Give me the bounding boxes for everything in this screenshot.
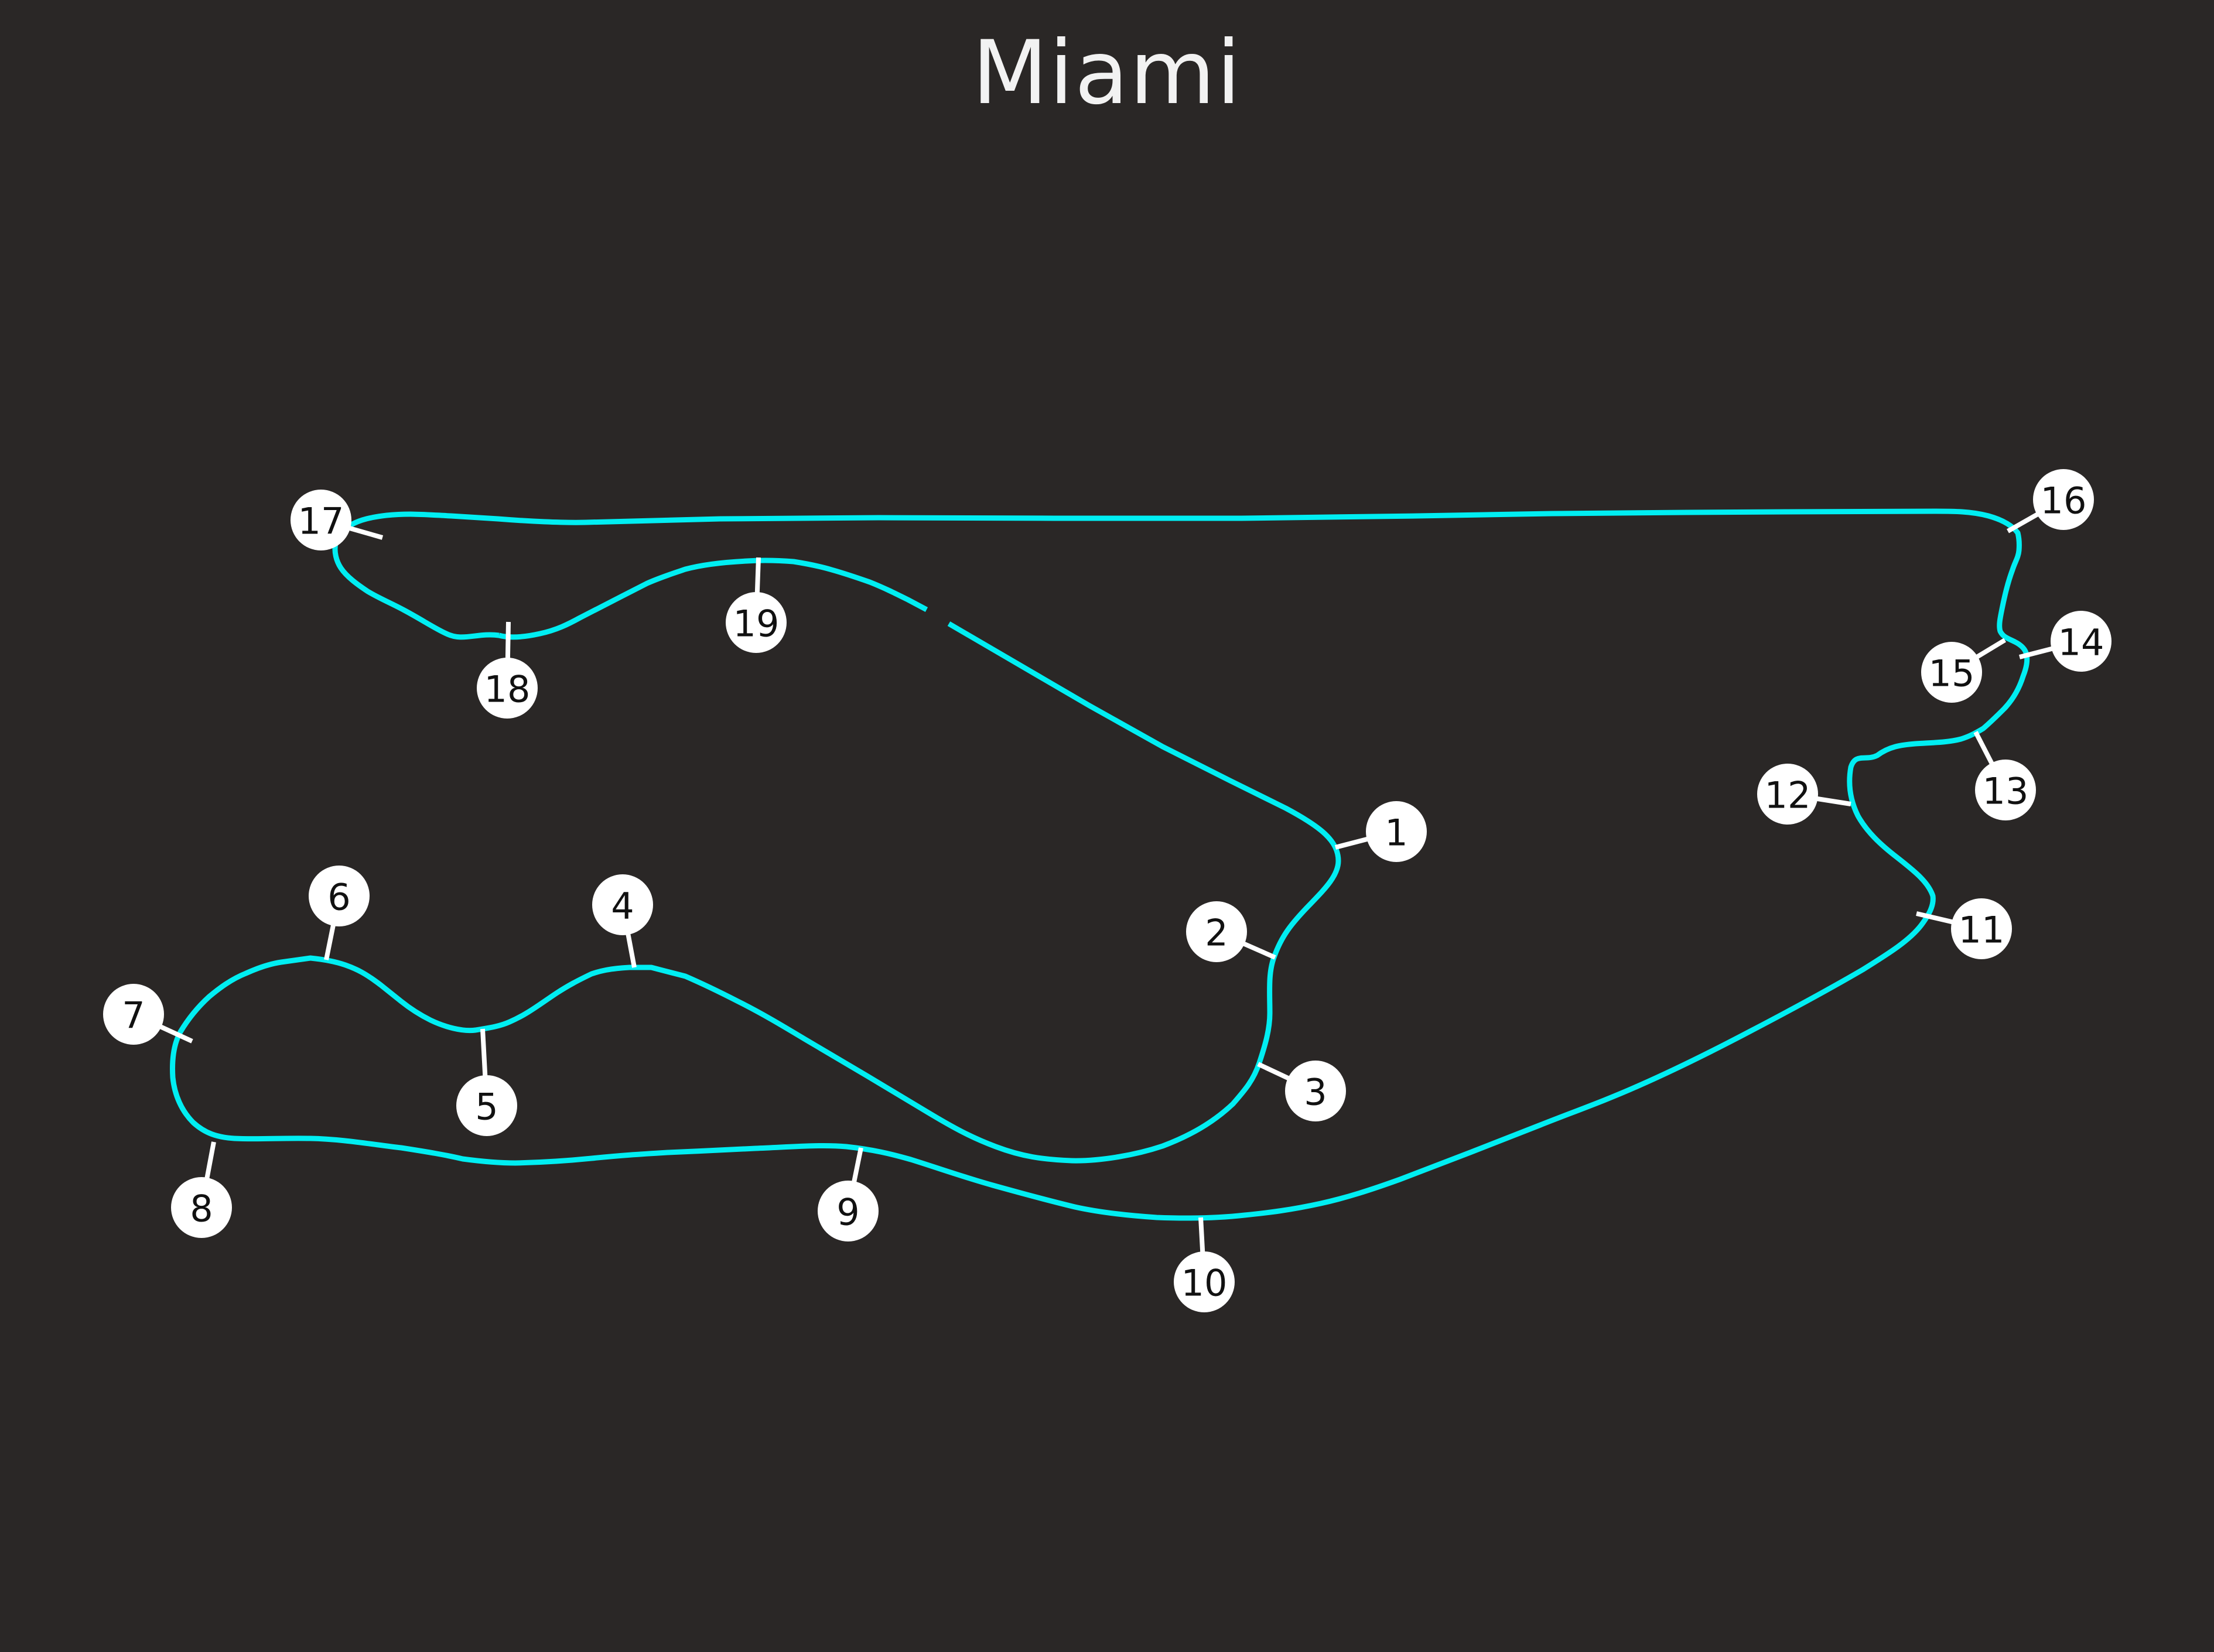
corner-marker-18: 18	[477, 621, 538, 719]
corner-number-label: 17	[298, 500, 344, 543]
corner-number-label: 15	[1929, 652, 1975, 695]
corner-marker-2: 2	[1186, 901, 1276, 962]
corner-circle	[1975, 760, 2036, 820]
corner-marker-13: 13	[1973, 731, 2036, 820]
corner-circle	[818, 1181, 879, 1241]
corner-number-label: 3	[1304, 1071, 1327, 1114]
corner-number-label: 7	[122, 994, 145, 1037]
track-main-segment	[170, 508, 2030, 1221]
corner-number-label: 10	[1181, 1262, 1228, 1305]
corner-circle	[1285, 1061, 1346, 1121]
corner-circle	[1921, 642, 1982, 703]
corner-number-label: 2	[1205, 912, 1228, 955]
corner-number-label: 1	[1385, 812, 1407, 854]
corner-marker-9: 9	[818, 1147, 879, 1241]
corner-marker-16: 16	[2007, 469, 2094, 533]
corner-marker-4: 4	[592, 874, 653, 968]
corner-marker-19: 19	[726, 557, 787, 653]
corner-marker-3: 3	[1257, 1061, 1346, 1121]
corner-circle	[291, 490, 351, 550]
corner-marker-7: 7	[103, 984, 193, 1045]
corner-circle	[309, 866, 370, 926]
corner-number-label: 6	[327, 876, 350, 919]
corner-number-label: 5	[475, 1086, 498, 1128]
corner-number-label: 4	[611, 885, 634, 928]
corner-marker-6: 6	[309, 866, 370, 960]
corner-number-label: 11	[1959, 909, 2005, 952]
corner-circle	[1757, 764, 1818, 825]
page-title: Miami	[972, 22, 1242, 124]
corner-marker-14: 14	[2019, 611, 2112, 672]
corner-circle	[103, 984, 164, 1045]
corner-number-label: 19	[733, 603, 780, 645]
corner-number-label: 18	[484, 668, 531, 711]
corner-circle	[1174, 1251, 1235, 1312]
corner-number-label: 13	[1983, 770, 2029, 813]
corner-marker-12: 12	[1757, 764, 1851, 825]
corner-marker-17: 17	[291, 490, 384, 550]
corner-number-label: 8	[190, 1188, 213, 1230]
corner-marker-10: 10	[1174, 1217, 1235, 1312]
corner-circle	[2051, 611, 2112, 672]
corner-marker-11: 11	[1916, 898, 2012, 959]
corner-marker-5: 5	[456, 1028, 517, 1136]
corner-marker-1: 1	[1334, 801, 1427, 862]
corner-circle	[1366, 801, 1427, 862]
corner-circle	[2033, 469, 2094, 530]
corner-number-label: 12	[1765, 774, 1811, 817]
corner-circle	[592, 874, 653, 935]
corner-circle	[1951, 898, 2012, 959]
corner-marker-15: 15	[1921, 638, 2007, 703]
corner-circle	[171, 1177, 232, 1238]
corner-circle	[477, 658, 538, 719]
corner-circle	[456, 1075, 517, 1136]
corner-number-label: 9	[836, 1191, 859, 1234]
track-final-sector-segment	[498, 557, 928, 640]
corner-number-label: 14	[2058, 621, 2104, 664]
corner-number-label: 16	[2041, 480, 2087, 522]
corner-circle	[726, 592, 787, 653]
corner-circle	[1186, 901, 1247, 962]
corner-marker-8: 8	[171, 1141, 232, 1238]
